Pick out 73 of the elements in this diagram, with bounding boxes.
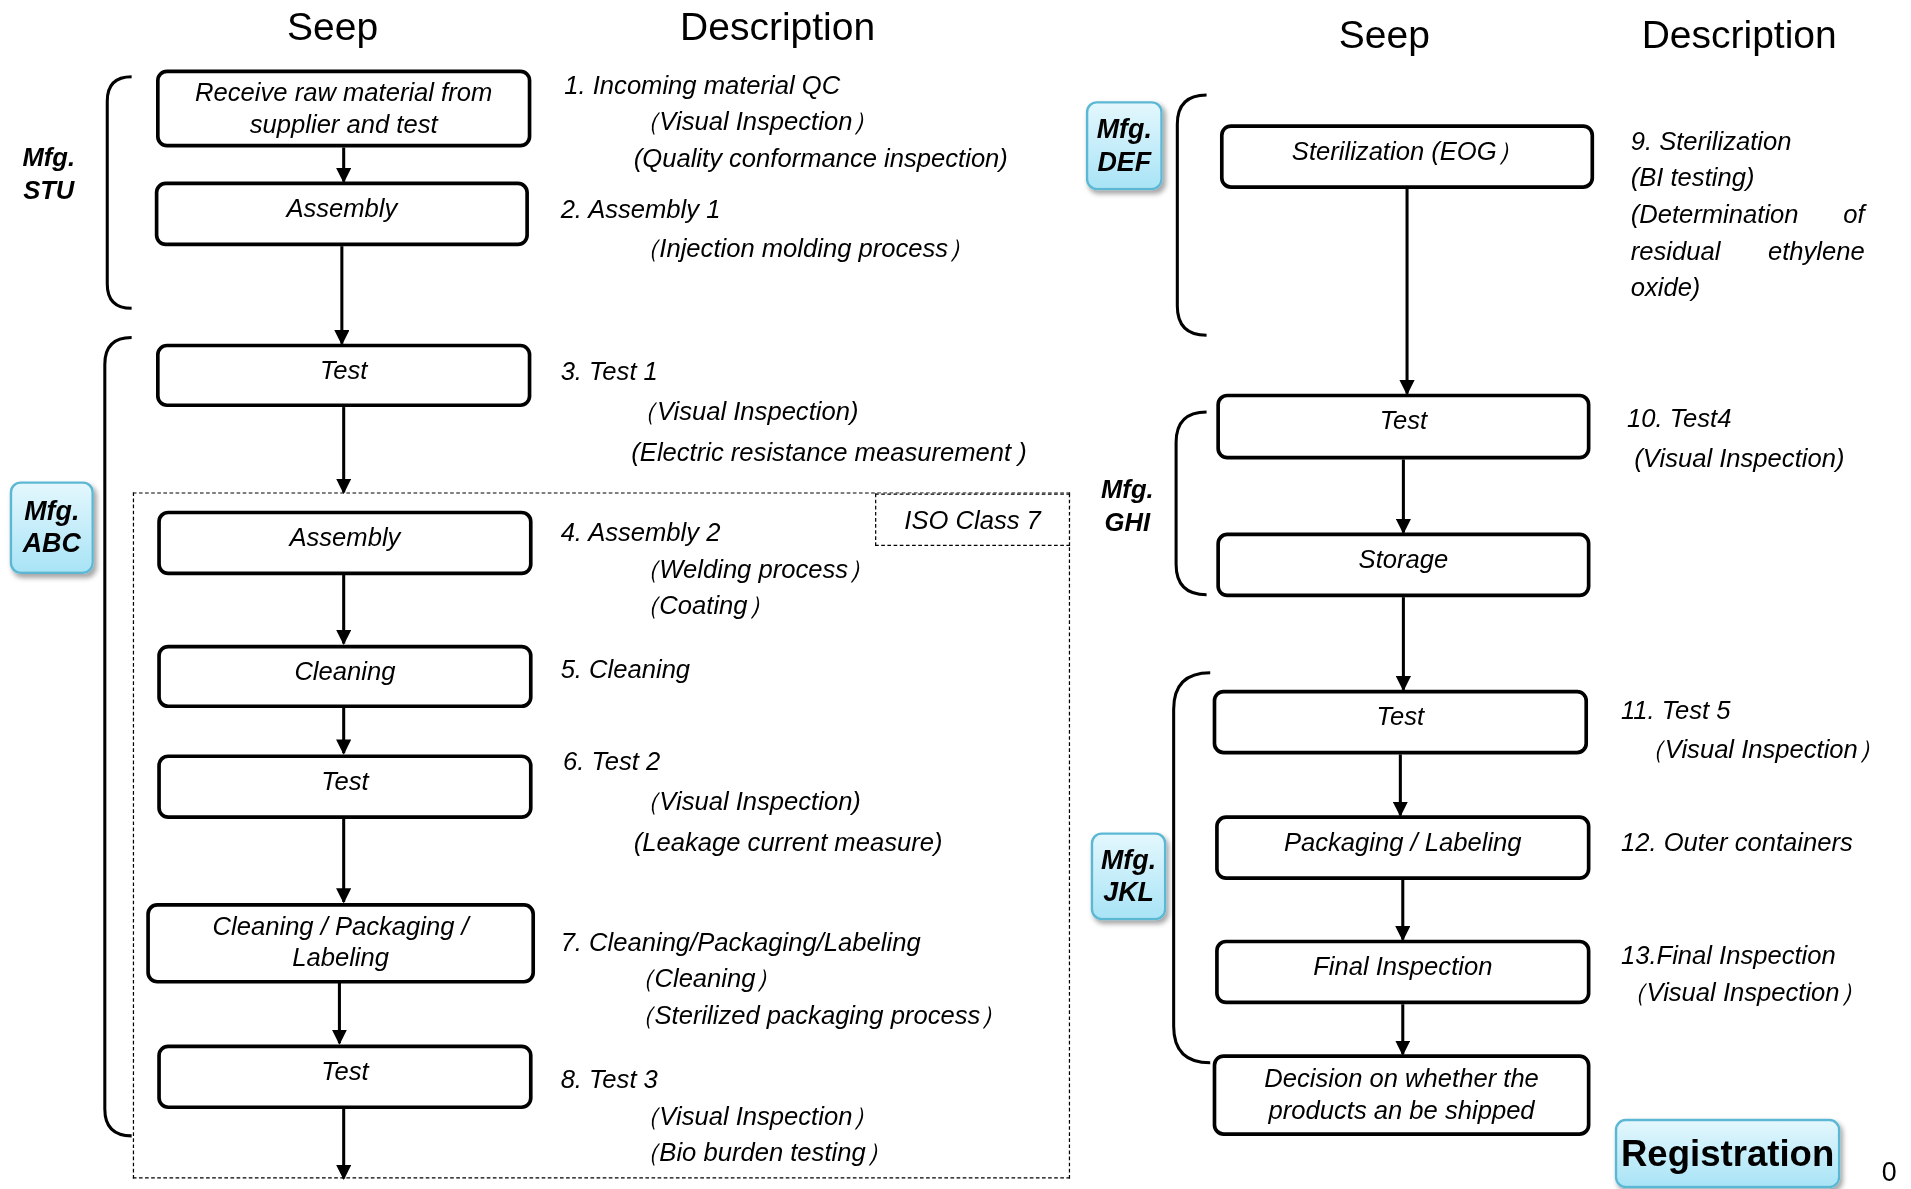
- step-description: (Visual Inspection): [1634, 442, 1845, 474]
- arrow: [336, 407, 352, 494]
- arrow: [331, 982, 348, 1045]
- step-description: 10. Test4: [1627, 402, 1732, 434]
- step-description: 4. Assembly 2: [560, 516, 721, 548]
- process-box: Decision on whether the products an be shipped: [1212, 1054, 1591, 1136]
- step-description: (Quality conformance inspection): [633, 142, 1008, 174]
- page-number: 0: [1881, 1156, 1897, 1189]
- step-description: （Visual Inspection）: [633, 1100, 878, 1132]
- column-header: Description: [680, 4, 876, 50]
- manufacturer-badge: Mfg. JKL: [1090, 832, 1167, 921]
- process-box: Test: [157, 1044, 533, 1110]
- column-header: Seep: [1338, 11, 1430, 57]
- step-description: 5. Cleaning: [560, 653, 691, 685]
- step-description: （Cleaning）: [628, 963, 782, 995]
- process-box: Test: [1216, 393, 1591, 460]
- step-description: (Leakage current measure): [633, 826, 943, 858]
- manufacturer-badge: Mfg. DEF: [1085, 101, 1163, 191]
- arrow: [1392, 754, 1408, 817]
- arrow: [1399, 188, 1415, 396]
- process-box: Final Inspection: [1215, 939, 1591, 1005]
- step-description: 9. Sterilization: [1630, 125, 1792, 157]
- manufacturer-label: Mfg. GHI: [1100, 473, 1155, 538]
- arrow: [334, 246, 350, 346]
- arrow: [336, 574, 352, 645]
- step-description: （Injection molding process）: [633, 233, 974, 265]
- step-description: （Visual Inspection): [633, 786, 861, 818]
- process-box: Test: [1212, 689, 1589, 755]
- process-box: Cleaning: [157, 644, 533, 709]
- step-description: 12. Outer containers: [1620, 826, 1853, 858]
- process-box: Storage: [1216, 532, 1591, 598]
- manufacturer-label: Mfg. STU: [21, 141, 77, 206]
- clean-room-zone: [132, 492, 1071, 1179]
- step-description: 11. Test 5: [1620, 694, 1731, 726]
- arrow: [1395, 459, 1411, 535]
- process-box: Receive raw material from supplier and test: [156, 69, 532, 148]
- process-box: Assembly: [154, 181, 529, 247]
- arrow: [336, 147, 352, 184]
- step-description: （Coating）: [633, 590, 774, 622]
- process-box: Test: [156, 343, 532, 408]
- step-description: 2. Assembly 1: [560, 194, 721, 226]
- arrow: [1395, 1004, 1411, 1056]
- process-box: Packaging / Labeling: [1215, 815, 1591, 880]
- process-box: Assembly: [157, 510, 533, 576]
- manufacturer-badge: Mfg. ABC: [9, 481, 94, 575]
- arrow: [1395, 879, 1411, 942]
- arrow: [1395, 597, 1411, 692]
- step-description: (Determination of residual ethylene oxide): [1630, 198, 1865, 304]
- process-box: Test: [157, 754, 533, 819]
- step-description: 6. Test 2: [563, 746, 661, 778]
- arrow: [336, 817, 352, 904]
- column-header: Description: [1641, 11, 1837, 57]
- step-description: (Electric resistance measurement ): [631, 436, 1027, 468]
- step-description: （Bio burden testing）: [633, 1137, 892, 1169]
- arrow: [336, 1107, 352, 1181]
- step-description: 3. Test 1: [560, 356, 658, 388]
- step-description: 7. Cleaning/Packaging/Labeling: [560, 926, 921, 958]
- step-description: (BI testing): [1630, 162, 1755, 194]
- step-description: （Welding process）: [633, 553, 874, 585]
- step-description: （Visual Inspection）: [1639, 733, 1884, 765]
- step-description: 8. Test 3: [560, 1064, 658, 1096]
- step-description: 13.Final Inspection: [1620, 939, 1836, 971]
- step-description: （Visual Inspection）: [1620, 976, 1866, 1008]
- registration-badge: Registration: [1614, 1118, 1841, 1189]
- step-description: 1. Incoming material QC: [564, 69, 841, 101]
- process-box: Sterilization (EOG）: [1219, 124, 1595, 189]
- process-box: Cleaning / Packaging / Labeling: [146, 903, 536, 984]
- step-description: （Visual Inspection）: [633, 106, 878, 138]
- zone-label: ISO Class 7: [875, 493, 1071, 546]
- column-header: Seep: [287, 4, 379, 50]
- step-description: （Visual Inspection): [631, 396, 859, 428]
- arrow: [336, 706, 352, 755]
- step-description: （Sterilized packaging process）: [628, 999, 1006, 1031]
